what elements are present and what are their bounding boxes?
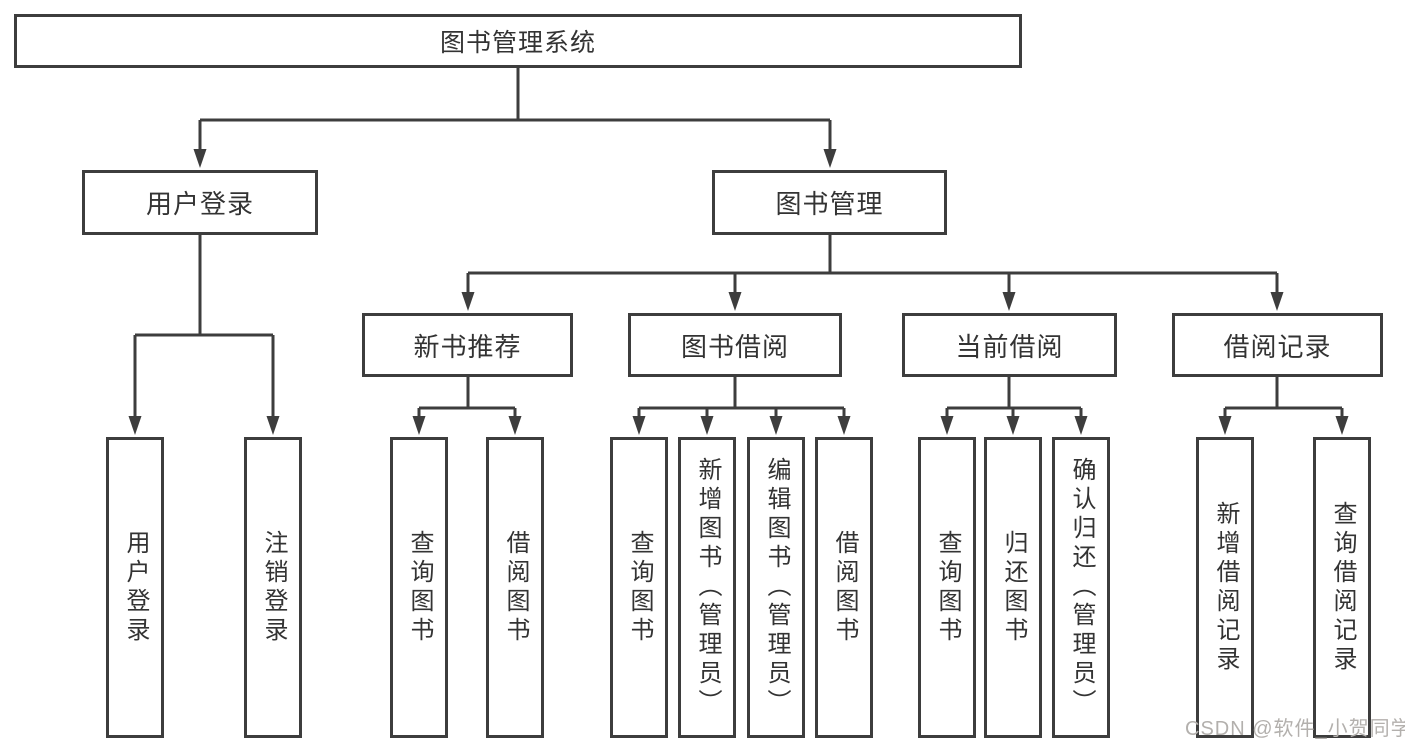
leaf-query-books-label: 查询图书 — [626, 529, 653, 646]
node-book-management: 图书管理 — [712, 170, 947, 235]
node-user-login: 用户登录 — [82, 170, 318, 235]
node-book-borrowing: 图书借阅 — [628, 313, 842, 377]
leaf-borrow-books-label: 借阅图书 — [502, 529, 529, 646]
leaf-confirm-return-admin: 确认归还（管理员） — [1052, 437, 1110, 738]
node-new-book-recommend: 新书推荐 — [362, 313, 573, 377]
node-borrowing-records: 借阅记录 — [1172, 313, 1383, 377]
leaf-user-login: 用户登录 — [106, 437, 164, 738]
leaf-query-books-label: 查询图书 — [406, 529, 433, 646]
leaf-edit-books-admin-label: 编辑图书（管理员） — [763, 457, 790, 718]
leaf-return-books-label: 归还图书 — [1000, 529, 1027, 646]
leaf-query-books-label: 查询图书 — [934, 529, 961, 646]
leaf-add-books-admin-label: 新增图书（管理员） — [694, 457, 721, 718]
csdn-watermark: CSDN @软件_小贺同学 — [1185, 718, 1405, 740]
leaf-return-books: 归还图书 — [984, 437, 1042, 738]
leaf-add-borrow-record-label: 新增借阅记录 — [1212, 500, 1239, 675]
leaf-confirm-return-admin-label: 确认归还（管理员） — [1068, 457, 1095, 718]
leaf-borrow-books: 借阅图书 — [815, 437, 873, 738]
leaf-logout-label: 注销登录 — [260, 529, 287, 646]
leaf-logout: 注销登录 — [244, 437, 302, 738]
leaf-borrow-books: 借阅图书 — [486, 437, 544, 738]
leaf-query-borrow-record-label: 查询借阅记录 — [1329, 500, 1356, 675]
leaf-edit-books-admin: 编辑图书（管理员） — [747, 437, 805, 738]
leaf-query-borrow-record: 查询借阅记录 — [1313, 437, 1371, 738]
leaf-query-books: 查询图书 — [390, 437, 448, 738]
node-current-borrowing: 当前借阅 — [902, 313, 1117, 377]
leaf-add-books-admin: 新增图书（管理员） — [678, 437, 736, 738]
leaf-query-books: 查询图书 — [610, 437, 668, 738]
leaf-query-books: 查询图书 — [918, 437, 976, 738]
leaf-borrow-books-label: 借阅图书 — [831, 529, 858, 646]
node-library-management-system: 图书管理系统 — [14, 14, 1022, 68]
leaf-user-login-label: 用户登录 — [122, 529, 149, 646]
leaf-add-borrow-record: 新增借阅记录 — [1196, 437, 1254, 738]
